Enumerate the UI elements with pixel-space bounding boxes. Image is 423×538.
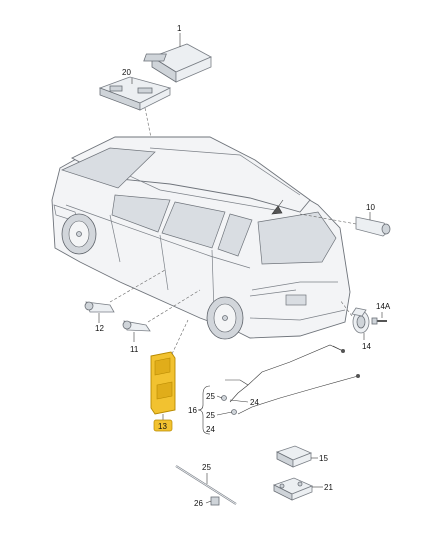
part-14-horn[interactable]	[351, 307, 370, 340]
part-15-connector[interactable]	[275, 445, 318, 468]
label-part-13: 13	[158, 422, 167, 431]
label-part-24-b: 24	[206, 425, 215, 434]
part-10-sensor[interactable]	[355, 212, 391, 237]
label-part-25-b: 25	[206, 411, 215, 420]
part-20-bracket[interactable]	[98, 76, 172, 111]
label-badge-13	[153, 419, 173, 432]
leader-11-to-car	[147, 289, 201, 323]
label-part-15: 15	[319, 454, 328, 463]
label-part-16: 16	[188, 406, 197, 415]
part-21-bracket[interactable]	[272, 477, 323, 501]
leader-14-to-car	[339, 299, 353, 317]
label-part-24-a: 24	[250, 398, 259, 407]
part-26-clip[interactable]	[205, 496, 220, 506]
label-part-26: 26	[194, 499, 203, 508]
label-part-11: 11	[130, 345, 139, 354]
part-11-sensor[interactable]	[122, 320, 151, 342]
label-part-1: 1	[177, 24, 182, 33]
label-part-12: 12	[95, 324, 104, 333]
label-part-14: 14	[362, 342, 371, 351]
leader-10-to-car	[299, 213, 357, 225]
part-1-control-unit[interactable]	[143, 33, 212, 83]
label-part-21: 21	[324, 483, 333, 492]
part-12-sensor[interactable]	[84, 301, 115, 323]
bracket-group-16	[197, 385, 211, 435]
label-part-25-a: 25	[206, 392, 215, 401]
part-13-highlighted-module[interactable]	[150, 351, 176, 420]
label-part-20: 20	[122, 68, 131, 77]
cable-harness[interactable]	[221, 344, 361, 415]
part-14a-screw[interactable]	[371, 312, 387, 325]
label-part-10: 10	[366, 203, 375, 212]
vehicle-illustration	[51, 136, 351, 340]
label-part-14a: 14A	[376, 302, 391, 311]
leader-12-to-car	[109, 269, 166, 303]
part-25-cable-tie[interactable]	[175, 465, 237, 505]
label-part-25-c: 25	[202, 463, 211, 472]
leader-13-to-car	[171, 319, 189, 355]
